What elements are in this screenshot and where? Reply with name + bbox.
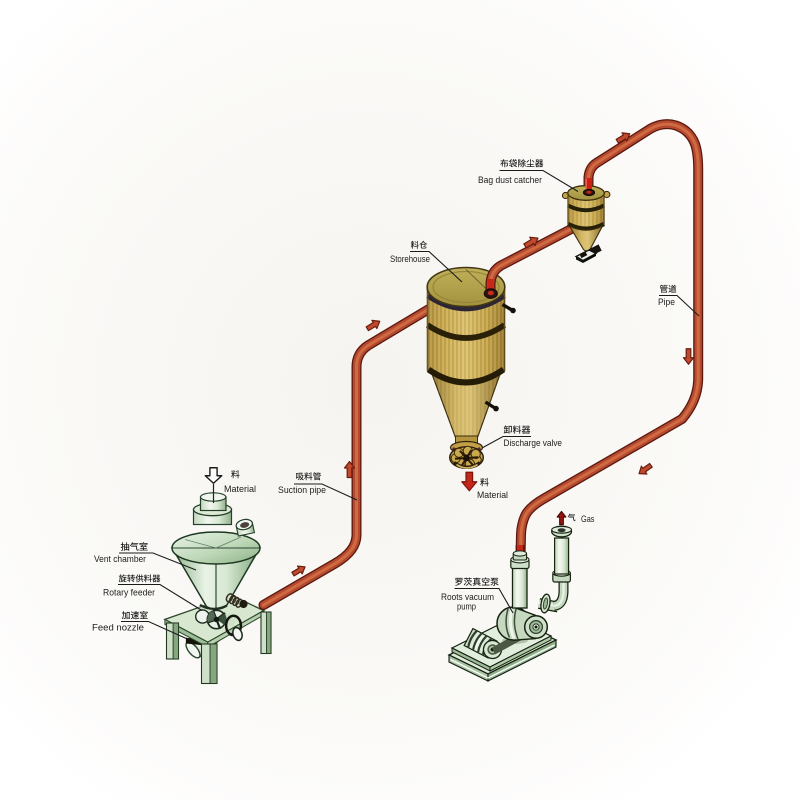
svg-text:Bag dust catcher: Bag dust catcher — [478, 175, 542, 185]
svg-text:Storehouse: Storehouse — [390, 254, 430, 264]
svg-text:Feed nozzle: Feed nozzle — [92, 623, 144, 633]
svg-text:Suction pipe: Suction pipe — [278, 485, 326, 495]
svg-text:Discharge valve: Discharge valve — [504, 438, 563, 448]
svg-text:Vent chamber: Vent chamber — [94, 554, 146, 564]
svg-text:Material: Material — [224, 484, 256, 494]
svg-text:Material: Material — [477, 490, 508, 500]
svg-text:Roots vacuum: Roots vacuum — [441, 592, 494, 602]
svg-text:Rotary feeder: Rotary feeder — [103, 588, 155, 598]
svg-text:Gas: Gas — [581, 514, 595, 524]
svg-text:pump: pump — [457, 602, 476, 612]
svg-text:Pipe: Pipe — [658, 297, 675, 307]
